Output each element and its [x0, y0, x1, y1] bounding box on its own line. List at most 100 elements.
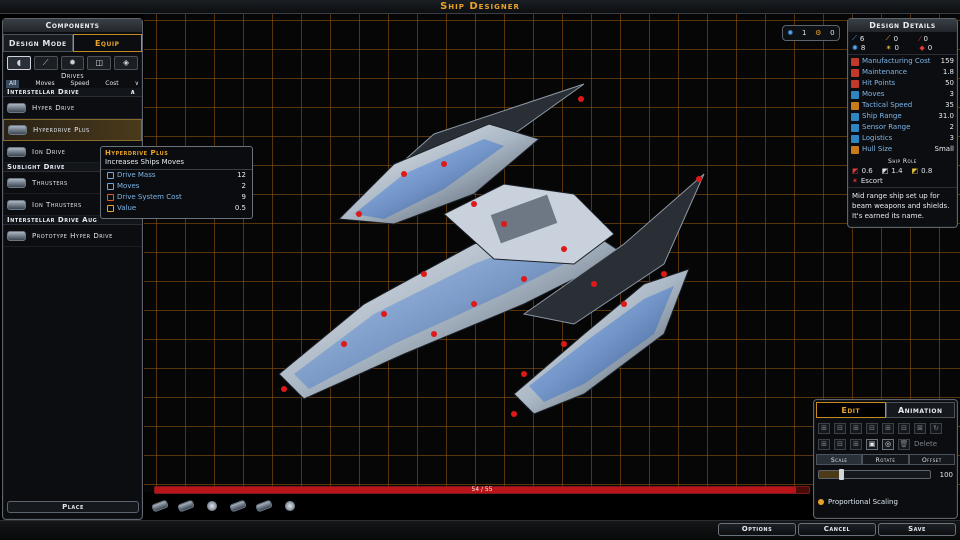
attach-icon[interactable]: ◎	[882, 438, 894, 450]
gear-icon: ⚙	[815, 29, 822, 37]
drive-icon[interactable]: ◫	[87, 56, 112, 70]
tooltip-description: Increases Ships Moves	[101, 157, 252, 170]
tab-edit[interactable]: Edit	[816, 402, 886, 418]
list-item[interactable]: Prototype Hyper Drive	[3, 225, 142, 247]
point-defense-icon: ✶	[885, 44, 892, 52]
resource-a-value: 1	[801, 29, 807, 37]
group-interstellar-drive-aug[interactable]: Interstellar Drive Aug	[3, 216, 142, 225]
drive-icon	[8, 125, 27, 135]
components-title: Components	[3, 19, 142, 32]
components-panel: Components Design Mode Equip ◖ ⟋ ✹ ◫ ◈ D…	[2, 18, 143, 520]
cost-icon	[851, 57, 859, 66]
rotate-icon[interactable]: ↻	[930, 422, 942, 434]
resource-counter: ✺ 1 ⚙ 0	[782, 25, 840, 41]
tooltip-row: Value 0.5	[101, 203, 252, 214]
recent-components	[150, 499, 300, 513]
sort-moves[interactable]: Moves	[35, 80, 55, 87]
armor-icon[interactable]	[202, 499, 222, 513]
scale-slider-knob[interactable]	[839, 469, 845, 480]
align-top-icon[interactable]: ⊟	[866, 422, 878, 434]
armor-icon[interactable]: ✹	[60, 56, 85, 70]
align-center-icon[interactable]: ⊟	[834, 422, 846, 434]
beam-icon: ⟋	[852, 34, 857, 42]
scale-slider[interactable]	[818, 469, 931, 480]
hitpoints-icon	[851, 79, 859, 88]
align-left-icon[interactable]: ⊞	[818, 422, 830, 434]
ship-model[interactable]	[144, 14, 960, 492]
hull-icon	[851, 145, 859, 154]
flip-icon[interactable]: ⊠	[914, 422, 926, 434]
tab-animation[interactable]: Animation	[885, 402, 955, 418]
list-item-selected[interactable]: Hyperdrive Plus	[3, 119, 142, 141]
tooltip-row: Drive System Cost 9	[101, 192, 252, 203]
save-button[interactable]: Save	[878, 523, 956, 536]
tab-design-mode[interactable]: Design Mode	[3, 34, 73, 52]
tab-scale[interactable]: Scale	[816, 454, 863, 465]
place-button[interactable]: Place	[7, 501, 139, 513]
proportional-scaling-label: Proportional Scaling	[828, 498, 898, 506]
group-sublight-drive[interactable]: Sublight Drive	[3, 163, 142, 172]
design-description: Mid range ship set up for beam weapons a…	[852, 192, 950, 220]
drive-icon[interactable]	[228, 499, 248, 513]
distribute-v-icon[interactable]: ⊟	[834, 438, 846, 450]
mass-icon	[107, 172, 114, 179]
component-tooltip: Hyperdrive Plus Increases Ships Moves Dr…	[100, 146, 253, 219]
group-interstellar-drive[interactable]: Interstellar Drive ∧	[3, 88, 142, 97]
list-item[interactable]: Hyper Drive	[3, 97, 142, 119]
options-button[interactable]: Options	[718, 523, 796, 536]
chevron-up-icon[interactable]: ∧	[129, 88, 136, 96]
thruster-icon[interactable]	[254, 499, 274, 513]
cost-icon	[107, 194, 114, 201]
ship-role-name: ✶ Escort	[848, 177, 957, 188]
shield-icon[interactable]	[280, 499, 300, 513]
logistics-icon	[851, 134, 859, 143]
thruster-icon[interactable]	[150, 499, 170, 513]
list-item[interactable]: Thrusters	[3, 172, 142, 194]
drive-icon[interactable]	[176, 499, 196, 513]
support-icon: ◩	[911, 167, 919, 175]
tab-offset[interactable]: Offset	[908, 454, 955, 465]
maintenance-icon	[851, 68, 859, 77]
align-middle-icon[interactable]: ⊞	[882, 422, 894, 434]
trash-icon[interactable]: 🗑	[898, 438, 910, 450]
resource-b-value: 0	[830, 29, 835, 37]
sort-all[interactable]: All	[6, 80, 20, 88]
ship-role-values: ◩0.6 ◩1.4 ◩0.8	[852, 167, 933, 175]
design-viewport[interactable]	[144, 14, 960, 492]
align-right-icon[interactable]: ⊞	[850, 422, 862, 434]
sort-speed[interactable]: Speed	[70, 80, 90, 87]
align-bottom-icon[interactable]: ⊟	[898, 422, 910, 434]
shield-icon[interactable]: ◖	[7, 56, 31, 70]
tab-rotate[interactable]: Rotate	[862, 454, 909, 465]
proportional-scaling-toggle[interactable]: Proportional Scaling	[814, 484, 957, 506]
chevron-down-icon[interactable]: ∨	[134, 80, 139, 87]
defense-icon: ◩	[881, 167, 889, 175]
design-details-panel: Design Details ⟋6 ⟋0 ⁄0 ✺8 ✶0 ◆0 Manufac…	[847, 18, 958, 228]
tooltip-row: Moves 2	[101, 181, 252, 192]
tooltip-row: Drive Mass 12	[101, 170, 252, 181]
list-item[interactable]: Ion Thrusters	[3, 194, 142, 216]
tab-equip[interactable]: Equip	[72, 34, 142, 52]
drive-icon	[7, 146, 26, 157]
sort-cost[interactable]: Cost	[105, 80, 119, 87]
drive-icon	[7, 102, 26, 113]
tooltip-title: Hyperdrive Plus	[105, 149, 169, 157]
thruster-icon	[7, 199, 26, 210]
distribute-h-icon[interactable]: ⊞	[818, 438, 830, 450]
cancel-button[interactable]: Cancel	[798, 523, 876, 536]
special-icon[interactable]: ◈	[114, 56, 138, 70]
group-icon[interactable]: ⊞	[850, 438, 862, 450]
copy-icon[interactable]: ▣	[866, 438, 878, 450]
list-item[interactable]: Ion Drive	[3, 141, 142, 163]
delete-label[interactable]: Delete	[914, 440, 937, 448]
sensor-icon	[851, 123, 859, 132]
radio-dot-icon[interactable]	[818, 499, 824, 505]
title-bar: Ship Designer	[0, 0, 960, 14]
tool-row-2: ⊞ ⊟ ⊞ ▣ ◎ 🗑 Delete	[814, 436, 957, 452]
beam-icon[interactable]: ⟋	[33, 56, 58, 70]
scale-slider-row: 100	[814, 465, 957, 484]
